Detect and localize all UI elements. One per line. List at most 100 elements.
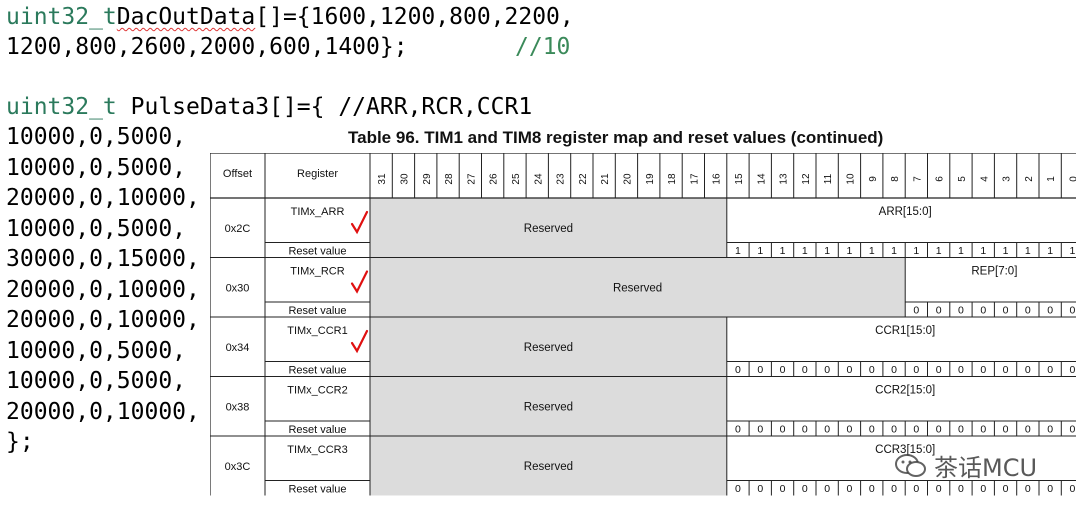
reset-bit: 1: [891, 245, 897, 257]
reset-bit: 1: [1025, 245, 1031, 257]
reset-value-label: Reset value: [288, 484, 346, 496]
code-text: PulseData3[]={ //ARR,RCR,CCR1: [116, 94, 533, 120]
register-offset: 0x3C: [225, 461, 251, 473]
bit-number-header: 4: [979, 176, 990, 182]
reset-bit: 0: [1047, 424, 1053, 436]
bit-number-header: 17: [689, 173, 700, 185]
reset-bit: 0: [847, 364, 853, 376]
reset-bit: 1: [847, 245, 853, 257]
reserved-region: [370, 436, 727, 496]
reset-bit: 1: [958, 245, 964, 257]
reset-bit: 1: [780, 245, 786, 257]
reset-bit: 0: [891, 364, 897, 376]
bit-number-header: 5: [957, 176, 968, 182]
reset-bit: 1: [936, 245, 942, 257]
code-row: 10000,0,5000,: [6, 154, 187, 181]
field-name: ARR[15:0]: [879, 206, 932, 218]
reset-bit: 0: [1025, 483, 1031, 495]
register-offset: 0x38: [226, 401, 250, 413]
reserved-region: [370, 317, 727, 377]
register-name: TIMx_RCR: [290, 266, 344, 278]
code-row: 20000,0,10000,: [6, 307, 200, 333]
reset-bit: 0: [913, 305, 919, 317]
bit-number-header: 19: [645, 173, 656, 185]
code-identifier: DacOutData: [116, 4, 256, 30]
bit-number-header: 18: [667, 173, 678, 185]
reset-bit: 0: [936, 305, 942, 317]
bit-number-header: 20: [622, 173, 633, 185]
reset-bit: 1: [1047, 245, 1053, 257]
reset-bit: 0: [780, 424, 786, 436]
reset-bit: 0: [780, 364, 786, 376]
code-row: 20000,0,10000,: [6, 398, 200, 425]
bit-number-header: 27: [466, 173, 477, 185]
register-name: TIMx_CCR3: [287, 444, 348, 456]
reset-bit: 0: [980, 364, 986, 376]
code-closing: };: [6, 429, 34, 455]
reset-bit: 0: [869, 483, 875, 495]
bit-number-header: 22: [578, 173, 589, 185]
reset-bit: 0: [913, 364, 919, 376]
reserved-region: [370, 376, 727, 436]
reset-bit: 0: [1003, 305, 1009, 317]
reserved-label: Reserved: [524, 223, 573, 235]
reserved-region: [370, 257, 906, 317]
code-row: 10000,0,5000,: [6, 337, 187, 364]
bit-number-header: 30: [399, 173, 410, 185]
reserved-label: Reserved: [613, 282, 662, 294]
register-offset: 0x30: [226, 282, 250, 294]
red-check-mark: [350, 210, 369, 235]
table-title: Table 96. TIM1 and TIM8 register map and…: [348, 128, 884, 147]
reset-bit: 0: [1025, 424, 1031, 436]
bit-number-header: 15: [734, 173, 745, 185]
reset-bit: 0: [1070, 424, 1076, 436]
reset-bit: 0: [1047, 483, 1053, 495]
watermark-text: 茶话MCU: [934, 454, 1038, 482]
bit-number-header: 2: [1024, 176, 1035, 182]
reset-bit: 0: [958, 305, 964, 317]
header-offset: Offset: [223, 168, 252, 180]
reset-bit: 1: [869, 245, 875, 257]
field-name: CCR2[15:0]: [875, 385, 935, 397]
reserved-region: [370, 198, 727, 258]
bit-number-header: 29: [422, 173, 433, 185]
reset-bit: 0: [958, 364, 964, 376]
reset-bit: 0: [980, 305, 986, 317]
bit-number-header: 25: [511, 173, 522, 185]
reset-bit: 0: [847, 424, 853, 436]
reset-value-label: Reset value: [288, 365, 346, 377]
reset-bit: 0: [757, 424, 763, 436]
reset-bit: 0: [958, 483, 964, 495]
bit-number-header: 0: [1068, 176, 1076, 182]
field-name: CCR1[15:0]: [875, 325, 935, 337]
wechat-icon: [895, 454, 926, 477]
reset-bit: 0: [1025, 364, 1031, 376]
reset-bit: 1: [824, 245, 830, 257]
register-offset: 0x2C: [225, 223, 251, 235]
reset-bit: 0: [1025, 305, 1031, 317]
reserved-label: Reserved: [524, 401, 573, 413]
reset-bit: 0: [802, 424, 808, 436]
reset-bit: 0: [735, 364, 741, 376]
bit-number-header: 7: [912, 176, 923, 182]
reset-bit: 0: [824, 483, 830, 495]
reset-bit: 0: [891, 424, 897, 436]
reset-bit: 1: [735, 245, 741, 257]
reset-value-label: Reset value: [288, 246, 346, 258]
reset-bit: 1: [913, 245, 919, 257]
reset-bit: 0: [1047, 364, 1053, 376]
reserved-label: Reserved: [524, 342, 573, 354]
code-text: 1200,800,2600,2000,600,1400};: [6, 34, 408, 60]
code-line-1: uint32_tDacOutData[]={1600,1200,800,2200…: [6, 2, 574, 32]
reset-bit: 0: [802, 364, 808, 376]
reset-bit: 1: [1003, 245, 1009, 257]
register-name: TIMx_CCR1: [287, 325, 348, 337]
header-register: Register: [297, 168, 338, 180]
bit-number-header: 1: [1046, 176, 1057, 182]
code-type: uint32_t: [6, 4, 117, 30]
reset-bit: 0: [824, 364, 830, 376]
reset-bit: 0: [936, 424, 942, 436]
reset-bit: 0: [757, 364, 763, 376]
bit-number-header: 12: [801, 173, 812, 185]
